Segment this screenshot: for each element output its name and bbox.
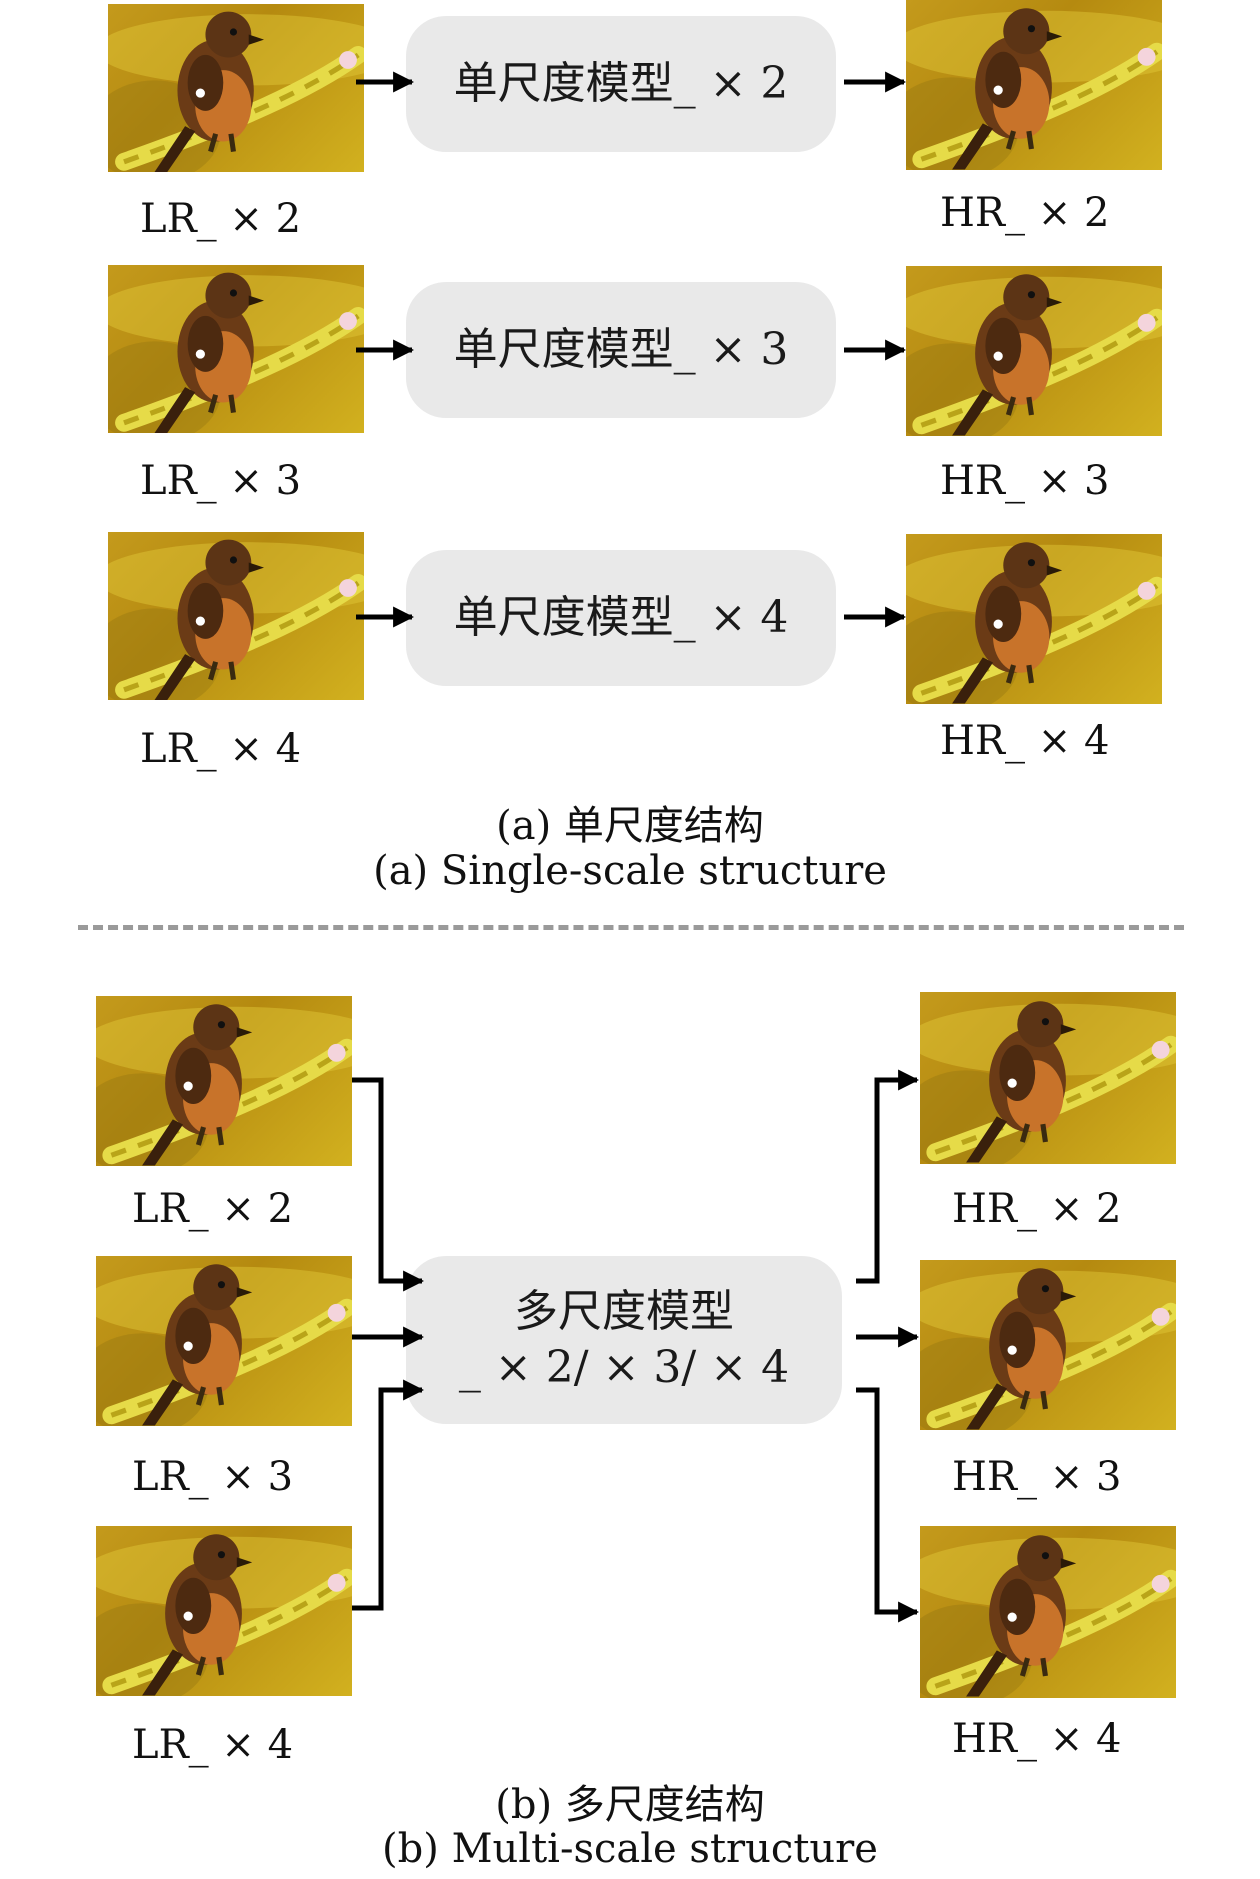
caption-a-english: (a) Single-scale structure xyxy=(373,848,887,894)
multi-lr-image-x4 xyxy=(96,1526,352,1696)
multi-model-title: 多尺度模型 xyxy=(514,1286,734,1337)
caption-a-chinese: (a) 单尺度结构 xyxy=(496,803,764,849)
multi-hr-image-x3 xyxy=(920,1260,1176,1430)
arrow-multi-lr-x4-to-model xyxy=(352,1379,425,1611)
multi-hr-image-x2 xyxy=(920,992,1176,1164)
multi-hr-label-x3: HR_ × 3 xyxy=(952,1454,1122,1500)
bird-photo-icon xyxy=(920,1260,1176,1430)
lr-image-x4 xyxy=(108,532,364,700)
bird-photo-icon xyxy=(920,1526,1176,1698)
single-scale-model-x2: 单尺度模型_ × 2 xyxy=(406,16,836,152)
lr-label-x3: LR_ × 3 xyxy=(140,458,302,504)
hr-image-x3 xyxy=(906,266,1162,436)
multi-hr-label-x4: HR_ × 4 xyxy=(952,1716,1122,1762)
hr-label-x2: HR_ × 2 xyxy=(940,190,1110,236)
lr-image-x2 xyxy=(108,4,364,172)
multi-lr-label-x3: LR_ × 3 xyxy=(132,1454,294,1500)
single-scale-model-x4: 单尺度模型_ × 4 xyxy=(406,550,836,686)
lr-image-x3 xyxy=(108,265,364,433)
multi-lr-label-x4: LR_ × 4 xyxy=(132,1722,294,1768)
bird-photo-icon xyxy=(96,996,352,1166)
lr-label-x4: LR_ × 4 xyxy=(140,726,302,772)
hr-image-x2 xyxy=(906,0,1162,170)
model-label: 单尺度模型_ × 4 xyxy=(453,592,789,643)
bird-photo-icon xyxy=(906,266,1162,436)
hr-image-x4 xyxy=(906,534,1162,704)
bird-photo-icon xyxy=(96,1526,352,1696)
lr-label-x2: LR_ × 2 xyxy=(140,196,302,242)
bird-photo-icon xyxy=(96,1256,352,1426)
single-scale-model-x3: 单尺度模型_ × 3 xyxy=(406,282,836,418)
arrow-model-to-multi-hr-x4 xyxy=(856,1387,920,1623)
multi-lr-label-x2: LR_ × 2 xyxy=(132,1186,294,1232)
section-divider xyxy=(78,925,1184,930)
model-label: 单尺度模型_ × 2 xyxy=(453,58,789,109)
caption-b-chinese: (b) 多尺度结构 xyxy=(495,1782,765,1828)
bird-photo-icon xyxy=(108,4,364,172)
multi-model-scales: _ × 2/ × 3/ × 4 xyxy=(458,1342,790,1393)
bird-photo-icon xyxy=(108,265,364,433)
bird-photo-icon xyxy=(906,534,1162,704)
multi-hr-label-x2: HR_ × 2 xyxy=(952,1186,1122,1232)
arrow-model-to-multi-hr-x2 xyxy=(856,1069,920,1284)
hr-label-x4: HR_ × 4 xyxy=(940,718,1110,764)
model-label: 单尺度模型_ × 3 xyxy=(453,324,789,375)
arrow-multi-lr-x2-to-model xyxy=(352,1077,425,1292)
multi-hr-image-x4 xyxy=(920,1526,1176,1698)
bird-photo-icon xyxy=(906,0,1162,170)
bird-photo-icon xyxy=(108,532,364,700)
hr-label-x3: HR_ × 3 xyxy=(940,458,1110,504)
multi-lr-image-x3 xyxy=(96,1256,352,1426)
bird-photo-icon xyxy=(920,992,1176,1164)
multi-scale-model: 多尺度模型 _ × 2/ × 3/ × 4 xyxy=(406,1256,842,1424)
caption-b-english: (b) Multi-scale structure xyxy=(382,1826,878,1872)
multi-lr-image-x2 xyxy=(96,996,352,1166)
